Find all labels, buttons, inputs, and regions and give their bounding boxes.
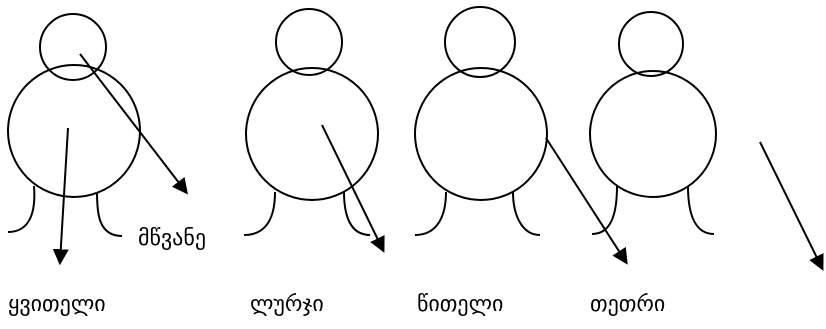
figure-3-body [415, 68, 547, 200]
label-green: მწვანე [138, 228, 206, 250]
figure-4-body [590, 71, 716, 197]
arrow-blue [322, 125, 383, 250]
figure-1 [8, 14, 140, 236]
label-red: წითელი [417, 294, 503, 316]
figure-2 [244, 9, 378, 235]
figure-1-body [8, 65, 140, 197]
figure-3-head [445, 7, 515, 77]
arrow-red [546, 138, 626, 262]
label-blue: ლურჯი [250, 294, 324, 316]
figure-2-body [246, 68, 378, 200]
figure-3 [415, 7, 547, 235]
figure-4-right-leg [688, 186, 714, 234]
label-white: თეთრი [590, 294, 665, 316]
figure-2-head [276, 9, 342, 75]
figure-3-right-leg [513, 192, 540, 235]
figure-4-head [619, 12, 683, 76]
figure-3-left-leg [415, 192, 446, 235]
figure-2-left-leg [244, 192, 275, 235]
arrow-green [80, 54, 186, 192]
figure-4-left-leg [592, 186, 617, 234]
figure-1-right-leg [97, 192, 122, 236]
label-yellow: ყვითელი [8, 294, 106, 316]
figure-1-left-leg [8, 186, 34, 232]
arrow-white [760, 142, 822, 268]
figure-4 [590, 12, 716, 234]
